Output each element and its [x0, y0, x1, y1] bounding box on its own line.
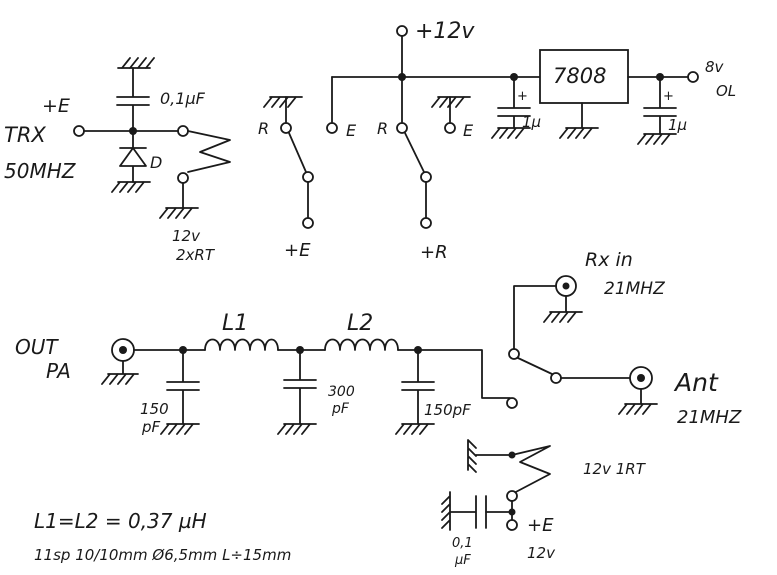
ant-relay-tx-contact [506, 397, 518, 409]
power-supply-section: +12v + 1µ 7808 8v OL + 1µ [258, 19, 736, 263]
switch1-r-contact [280, 122, 292, 134]
coil-note-1: L1=L2 = 0,37 µH [34, 509, 207, 533]
ground-symbol [441, 491, 451, 531]
switch2-e-contact [444, 122, 456, 134]
pa-12v-label: 12v [527, 544, 556, 562]
filter-section: OUT PA L1 L2 150 pF 300 pF 150pF [15, 311, 511, 436]
ground-symbol [431, 96, 471, 108]
trx-relay-terminal [177, 172, 189, 184]
trx-plus-e-label: +E [42, 95, 70, 117]
switch2-r-contact [396, 122, 408, 134]
ground-symbol [263, 96, 303, 108]
cap-reg-in-label: 1µ [522, 113, 541, 131]
svg-text:+: + [517, 89, 528, 104]
capacitor-c1-unit: pF [141, 418, 161, 436]
capacitor-c1 [160, 349, 200, 435]
ant-freq-label: 21MHZ [677, 407, 742, 428]
pa-plus-e-terminal [506, 519, 518, 531]
capacitor-c2-value: 300 [328, 384, 355, 400]
pa-relay-terminal [506, 490, 518, 502]
ant-relay-rx-contact [508, 348, 520, 360]
supply-12v-terminal [396, 25, 408, 37]
relay-switch-2: R E +R [377, 96, 474, 263]
trx-diode: D [111, 130, 162, 193]
trx-relay-label-1: 12v [172, 227, 201, 245]
coil-note-2: 11sp 10/10mm Ø6,5mm L÷15mm [34, 546, 291, 564]
ground-symbol [117, 57, 155, 69]
trx-relay-contact [177, 125, 189, 137]
capacitor-c2-unit: pF [331, 401, 350, 417]
capacitor-c2 [277, 349, 317, 435]
trx-capacitor [116, 67, 150, 132]
rx-freq-label: 21MHZ [604, 279, 665, 299]
capacitor-c3-label: 150pF [424, 401, 471, 419]
switch2-r-label: R [377, 119, 388, 138]
trx-freq-label: 50MHZ [4, 159, 77, 183]
regulator-input-capacitor: + 1µ [491, 76, 541, 139]
switch2-arm [404, 132, 425, 173]
cap-reg-out-label: 1µ [668, 116, 687, 134]
ground-symbol [101, 360, 139, 385]
ant-relay-common [550, 372, 562, 384]
switch1-out-terminal [302, 217, 314, 229]
switch1-e-contact [326, 122, 338, 134]
switch1-common [302, 171, 314, 183]
pa-cap-label-2: µF [454, 553, 471, 568]
rx-in-label: Rx in [585, 249, 633, 271]
inductor-l1-label: L1 [222, 311, 248, 336]
inductor-l2-label: L2 [347, 311, 373, 336]
pa-relay-label: 12v 1RT [583, 460, 647, 478]
trx-label: TRX [4, 123, 46, 147]
supply-12v-label: +12v [415, 19, 475, 44]
ground-symbol [467, 439, 477, 473]
ground-symbol [618, 388, 658, 415]
ground-symbol [111, 181, 151, 193]
regulator-output-capacitor: + 1µ [637, 76, 687, 145]
out-8v-terminal [687, 71, 699, 83]
switch2-out-terminal [420, 217, 432, 229]
switch2-out-label: +R [420, 242, 448, 263]
switch2-e-label: E [463, 121, 474, 140]
out-pa-label-2: PA [46, 359, 71, 383]
ground-symbol [159, 182, 199, 219]
out-8v-label: 8v [705, 58, 725, 76]
inductor-l1 [204, 338, 279, 351]
switch1-r-label: R [258, 119, 269, 138]
ant-label: Ant [673, 368, 719, 397]
ant-relay-arm [517, 357, 553, 375]
antenna-section: Rx in 21MHZ Ant 21MHZ 12v 1RT 0,1 µF +E … [441, 249, 742, 568]
trx-relay-label-2: 2xRT [176, 246, 216, 264]
ground-symbol [543, 295, 583, 323]
pa-cap-label-1: 0,1 [452, 536, 473, 551]
switch2-common [420, 171, 432, 183]
trx-input-terminal [73, 125, 85, 137]
relay-switch-1: R E +E [258, 96, 357, 261]
out-pa-label-1: OUT [15, 335, 59, 359]
ground-symbol [637, 133, 677, 145]
regulator-label: 7808 [553, 64, 606, 88]
pa-bypass-capacitor [449, 495, 487, 529]
capacitor-c3 [395, 349, 435, 435]
regulator-ground [559, 102, 599, 139]
out-ol-label: OL [716, 82, 736, 100]
trx-diode-label: D [150, 153, 162, 172]
trx-section: +E TRX 50MHZ 0,1µF D 12v 2xRT [4, 57, 231, 264]
switch1-e-label: E [346, 121, 357, 140]
trx-relay-coil [187, 130, 231, 173]
inductor-l2 [324, 338, 399, 351]
switch1-out-label: +E [284, 240, 311, 261]
pa-plus-e-label: +E [527, 515, 554, 536]
svg-text:+: + [663, 89, 674, 104]
switch1-arm [288, 132, 307, 173]
capacitor-c1-value: 150 [140, 400, 169, 418]
pa-relay-coil [511, 445, 551, 495]
ground-symbol [491, 127, 531, 139]
trx-cap-label: 0,1µF [160, 89, 206, 108]
